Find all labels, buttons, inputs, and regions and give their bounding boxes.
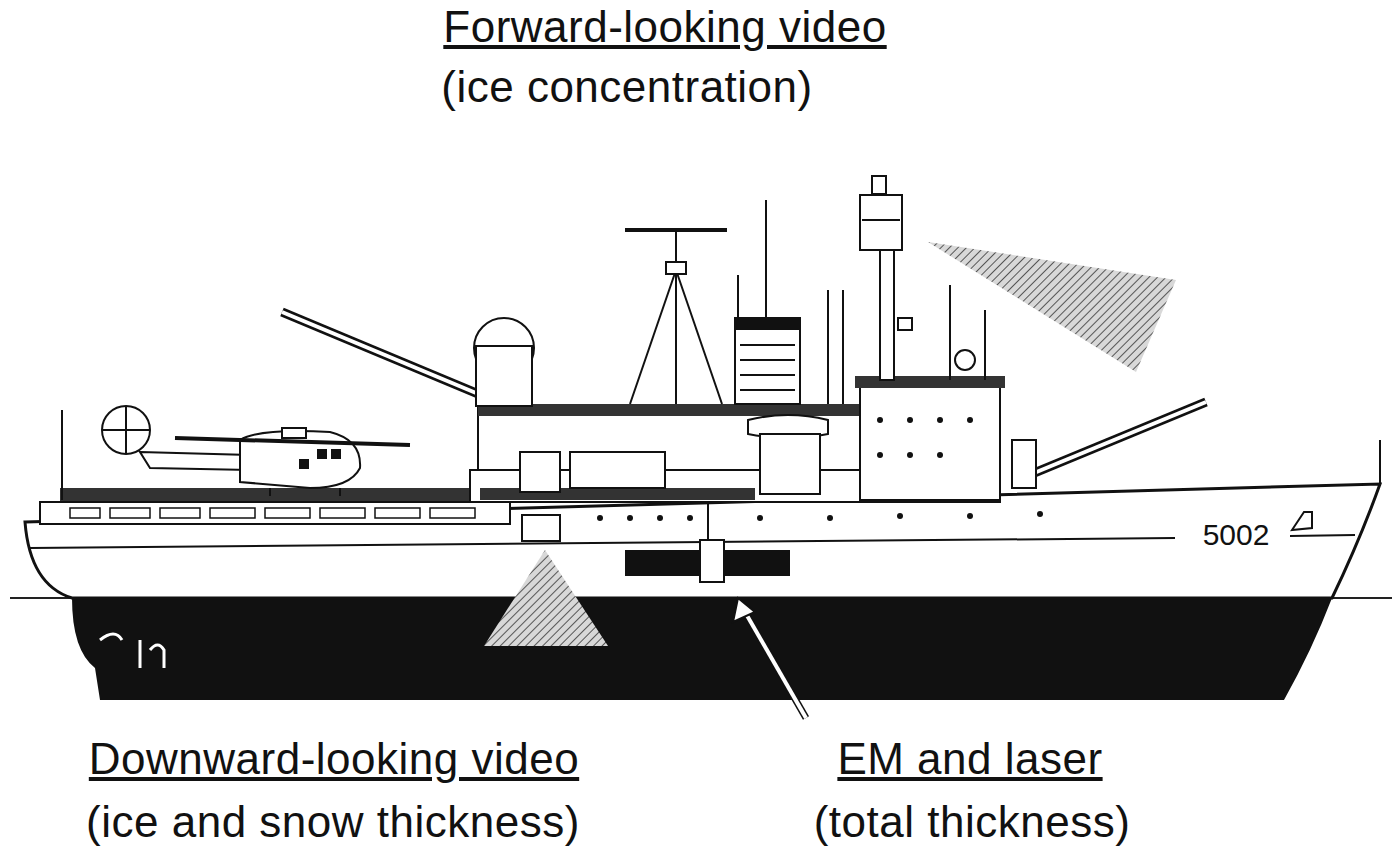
sheer-line (30, 538, 1175, 548)
forward-view-cone (928, 242, 1176, 372)
downward-view-cone (484, 550, 608, 646)
hull-number: 5002 (1200, 518, 1273, 553)
deck-rail (60, 488, 500, 502)
bridge (860, 380, 1000, 500)
forward-camera (860, 195, 902, 250)
portholes (70, 508, 475, 518)
underwater-hull (72, 598, 1332, 700)
sheer-line (1290, 535, 1355, 536)
laser-sensor (700, 540, 724, 582)
heading-label: Downward-looking video (89, 734, 579, 785)
tripod-mast (625, 230, 727, 404)
caption-label: (ice and snow thickness) (86, 797, 580, 848)
pointer-arrow (733, 598, 755, 622)
downward-camera (522, 515, 560, 541)
caption-label: (ice concentration) (441, 62, 812, 113)
hull-dots (597, 511, 1043, 521)
propeller-rudder (100, 634, 164, 668)
flag-mark (1292, 512, 1312, 530)
heading-label: EM and laser (837, 734, 1102, 785)
bow-crane (1022, 402, 1206, 478)
aft-crane (282, 312, 488, 398)
foremast (880, 250, 894, 380)
funnel (735, 318, 800, 404)
caption-label: (total thickness) (814, 797, 1131, 848)
helicopter (102, 406, 410, 496)
deck-band (40, 502, 510, 524)
heading-label: Forward-looking video (443, 2, 886, 53)
